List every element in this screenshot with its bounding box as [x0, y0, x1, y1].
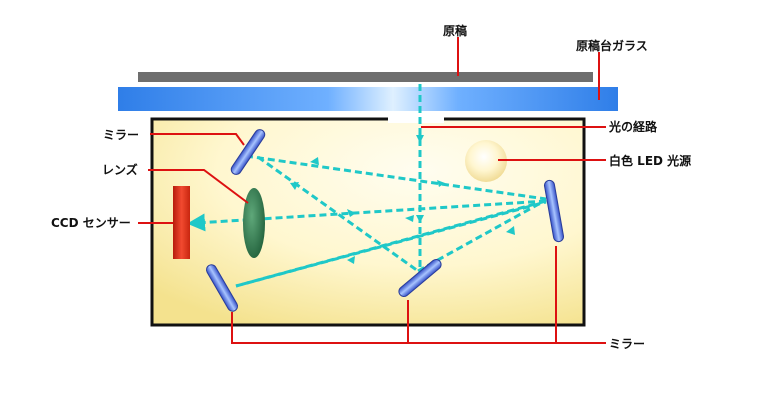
- label-lens: レンズ: [102, 162, 138, 177]
- mirror-bottom-left: [206, 264, 238, 312]
- mirror-right: [543, 179, 565, 243]
- leader-lines: [138, 37, 606, 344]
- led-light-icon: [465, 140, 507, 182]
- mirror-top-left: [230, 129, 266, 175]
- scanner-body: [150, 117, 586, 327]
- label-light-path: 光の経路: [608, 119, 658, 134]
- platen-glass: [118, 87, 618, 111]
- label-ccd-sensor: CCD センサー: [51, 216, 131, 230]
- original-document: [138, 72, 593, 82]
- scan-slit: [388, 114, 444, 123]
- label-mirror-bottom: ミラー: [609, 337, 645, 351]
- mirror-bottom-center: [398, 259, 442, 297]
- label-glass: 原稿台ガラス: [576, 38, 648, 53]
- label-original: 原稿: [443, 23, 467, 38]
- lens-icon: [243, 188, 265, 258]
- label-led-source: 白色 LED 光源: [609, 153, 691, 168]
- label-mirror-left: ミラー: [103, 128, 139, 142]
- ccd-sensor-icon: [173, 186, 190, 259]
